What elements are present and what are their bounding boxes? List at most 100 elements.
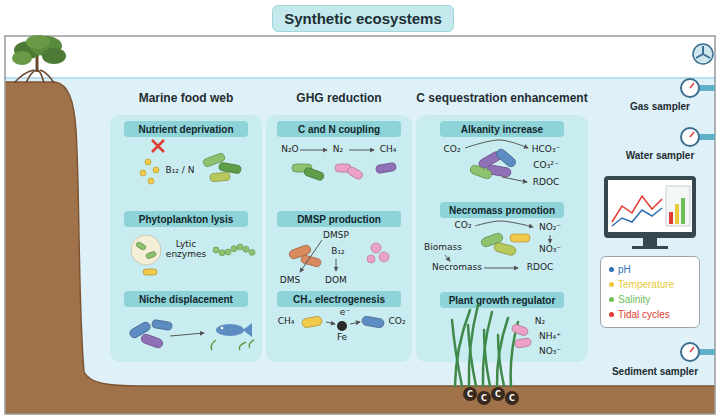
mechanism-title: Necromass promotion [449,205,555,216]
legend-entry: Temperature [609,277,691,292]
chemical-label: Fe [337,333,347,343]
fish-body [216,324,244,336]
bacterium-cell [375,162,396,173]
chemical-label: NO₂⁻ [539,223,561,233]
absent-cross [152,140,164,152]
bacterium-cell [301,316,322,328]
process-arrow [465,140,528,148]
algae-strand [239,342,246,350]
carbon-particle [505,391,519,405]
carbon-label: C [467,390,473,399]
process-arrow [484,268,518,269]
bacterium-cell [510,234,530,242]
mechanism-title: Niche displacement [139,294,233,305]
bacterium-cell [218,162,241,174]
bacterium-cell [135,241,146,250]
chemical-label: CH₄ [380,145,397,155]
chemical-label: DOM [325,276,347,286]
chemical-label: NO₃⁻ [539,347,561,357]
mechanism-title: Alkanity increase [461,124,543,135]
mangrove-canopy [30,36,62,56]
legend-swatch [609,282,614,287]
sampler-label: Sediment sampler [612,366,698,377]
chemical-label: DMSP [323,231,349,241]
carbon-label: C [481,394,487,403]
mechanism-title: CH₄ electrogenesis [293,294,385,305]
water [5,78,715,414]
mechanism-header: C and N coupling [277,121,401,137]
legend-entry: Tidal cycles [609,307,691,322]
monitor-base [632,246,668,249]
legend-text: Salinity [618,294,650,305]
seagrass-blade [483,312,492,386]
algae-cell [379,252,389,262]
bacterium-cell [335,164,351,172]
mangrove-canopy [12,51,32,65]
chemical-label: N₂ [535,317,545,327]
bacterium-cell [486,164,511,177]
process-arrow [475,221,533,227]
nutrient-particle [145,159,151,165]
mechanism-header: DMSP production [277,211,401,227]
legend-text: Tidal cycles [618,309,670,320]
sediment-edge [5,82,715,386]
mangrove-root [38,70,44,83]
gauge-needle [690,83,694,88]
chemical-label: B₁₂ / N [166,166,195,176]
chemical-label: DMS [280,276,300,286]
gauge-needle [690,347,694,352]
panel-background [110,115,262,362]
chemical-label: RDOC [527,263,554,273]
sampler-gauge [681,79,699,97]
bacterium-cell [143,269,157,275]
seagrass-blade [452,320,462,386]
mangrove-canopy [14,41,42,59]
legend-box: pHTemperatureSalinityTidal cycles [600,256,700,328]
mechanism-header: Phytoplankton lysis [124,211,248,227]
algae-chain [231,246,237,252]
mangrove-canopy [42,48,66,64]
gauge-needle [690,132,694,137]
algae-strand [249,340,254,348]
panel-background [416,115,588,362]
algae-chain [219,250,225,256]
bacterium-cell [202,152,225,167]
chemical-label: CH₄ [278,317,295,327]
mangrove-canopy [26,35,50,49]
legend-entry: Salinity [609,292,691,307]
chemical-label: Lytic enzymes [164,240,208,260]
mechanism-header: Necromass promotion [440,202,564,218]
tank-outline [5,36,715,414]
mechanism-header: Niche displacement [124,291,248,307]
monitor-bar [675,204,679,224]
fish-eye [221,327,224,330]
bacterium-cell [495,147,518,168]
process-arrow [502,177,527,182]
chemical-label: Necromass [432,263,482,273]
column-heading: GHG reduction [254,91,424,105]
monitor-bar [669,212,673,224]
chemical-label: CO₂ [444,145,461,155]
bacterium-cell [480,232,504,248]
chemical-label: B₁₂ [331,247,344,257]
water-surface [5,77,715,79]
sediment [5,82,715,414]
mechanism-header: Alkanity increase [440,121,564,137]
mechanism-header: Plant growth regulator [440,292,564,308]
bacterium-cell [511,324,529,337]
monitor-chart [612,208,662,226]
monitor-stand [643,238,657,246]
bacterium-cell [151,319,172,330]
monitor-inset [666,186,690,226]
algae-chain [213,247,219,253]
chemical-label: Biomass [424,243,462,253]
process-arrow [349,150,374,151]
mechanism-title: C and N coupling [298,124,380,135]
algae-strand [211,340,216,350]
bacterium-cell [300,255,321,268]
algae-chain [249,249,255,255]
title-box: Synthetic ecosystems [272,5,454,32]
mangrove-root [14,70,34,83]
